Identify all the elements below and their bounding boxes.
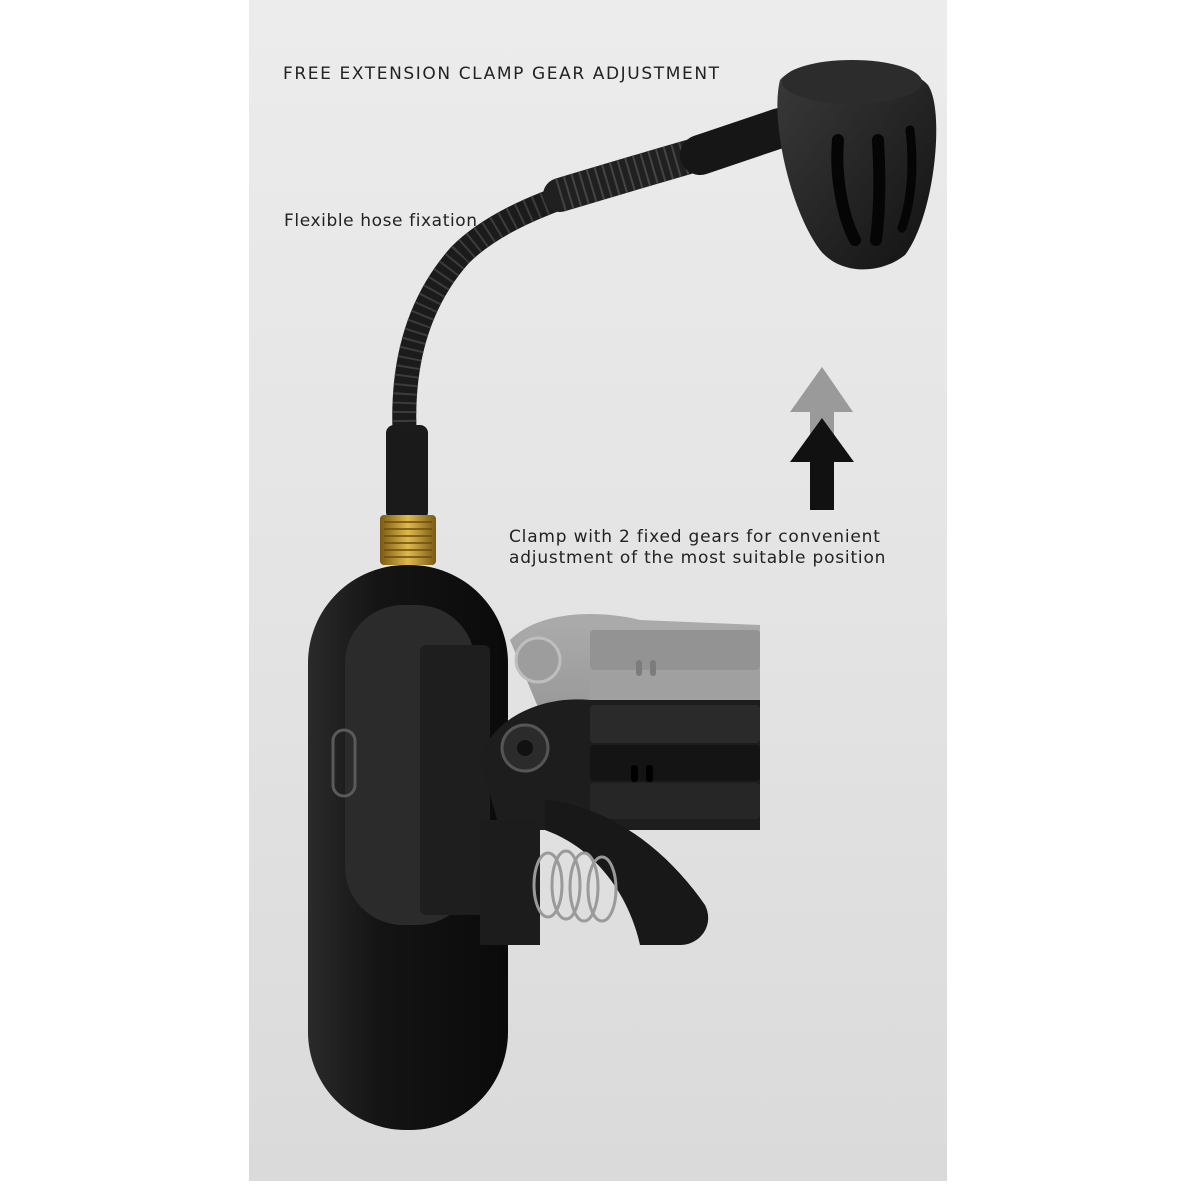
hose-caption: Flexible hose fixation [284, 211, 478, 231]
up-arrow-icon [790, 367, 854, 510]
clamp-caption-line2: adjustment of the most suitable position [509, 548, 887, 568]
microphone-head-icon [777, 60, 937, 270]
spring-icon [532, 849, 618, 923]
usb-c-port-icon [331, 728, 357, 798]
clamp-caption-line1: Clamp with 2 fixed gears for convenient [509, 527, 881, 547]
gooseneck-hose-icon [386, 108, 800, 520]
transmitter-body [308, 565, 508, 1130]
clamp-active-position [480, 699, 760, 945]
clamp-caption: Clamp with 2 fixed gears for convenient … [509, 527, 929, 569]
page-title: FREE EXTENSION CLAMP GEAR ADJUSTMENT [283, 64, 721, 84]
gold-connector [380, 515, 436, 565]
